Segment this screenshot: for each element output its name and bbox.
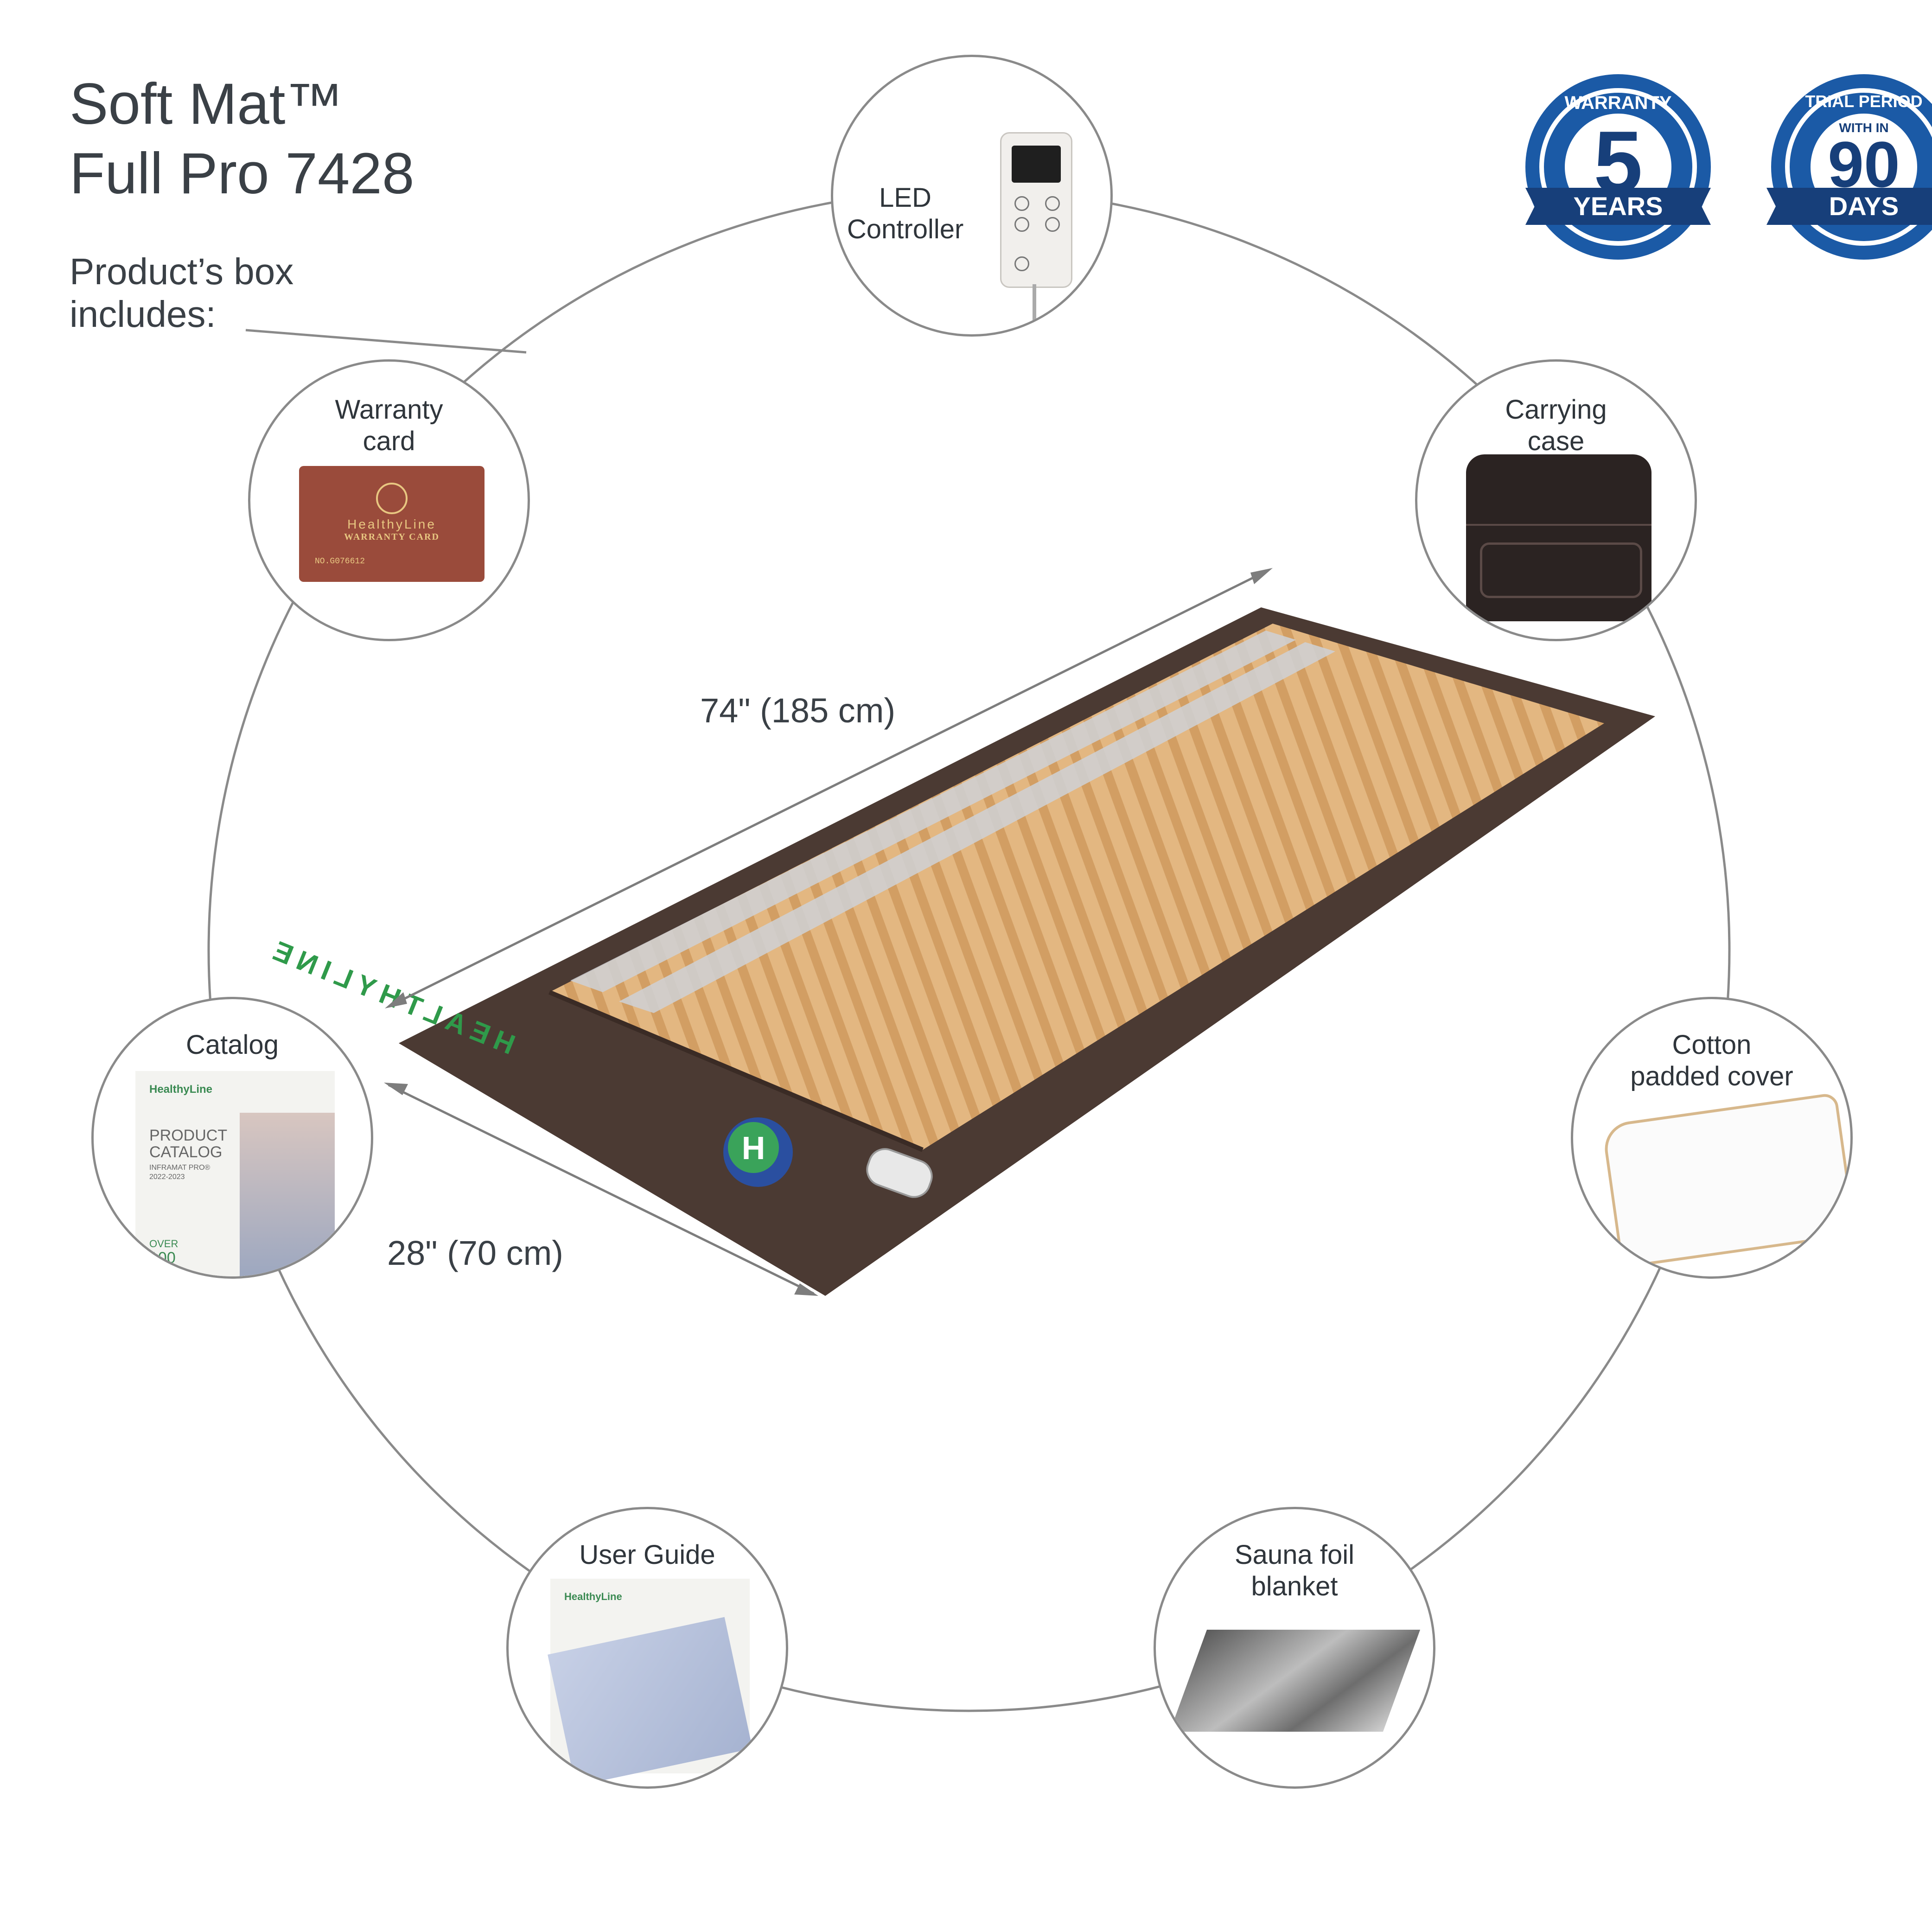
soft-mat-image: HEALTHYLINE H (263, 607, 1655, 1296)
warranty-badge-bottom: YEARS (1573, 191, 1663, 221)
warranty-card-title: WARRANTY CARD (344, 532, 440, 542)
user-guide-image: HealthyLine (548, 1579, 752, 1786)
intro-pointer-line (245, 329, 527, 354)
carrying-case-image (1466, 454, 1651, 621)
box-intro-line1: Product’s box (70, 251, 294, 292)
trial-badge-number: 90 (1828, 128, 1900, 201)
dimension-width-arrow (384, 1083, 818, 1296)
item-carrying-case: Carrying case (1415, 359, 1697, 641)
product-title-line1: Soft Mat™ (70, 72, 344, 136)
mat-control-port (866, 1148, 933, 1198)
item-cotton-cover: Cotton padded cover (1571, 997, 1853, 1279)
item-led-controller: LED Controller (831, 55, 1113, 337)
trial-badge-sub: WITH IN (1839, 121, 1889, 135)
catalog-heading-1: PRODUCT (149, 1127, 228, 1144)
catalog-over: OVER (149, 1238, 179, 1250)
box-intro-line2: includes: (70, 293, 216, 335)
trial-badge (1766, 74, 1932, 260)
catalog-photo (240, 1113, 335, 1276)
trial-badge-text: TRIAL PERIOD WITH IN 90 DAYS (1766, 74, 1932, 260)
catalog-count: 100 (149, 1249, 176, 1267)
item-user-guide: User Guide HealthyLine (506, 1507, 788, 1789)
mat-stone-row-1 (570, 631, 1296, 992)
user-guide-brand: HealthyLine (564, 1591, 622, 1602)
user-guide-label: User Guide (579, 1540, 715, 1570)
box-intro: Product’s box includes: (70, 250, 293, 336)
warranty-card-logo-icon (376, 483, 408, 514)
mat-stone-row-2 (619, 642, 1335, 1013)
user-guide-photo (548, 1617, 752, 1786)
item-sauna-blanket: Sauna foil blanket (1154, 1507, 1435, 1789)
sauna-blanket-image (1169, 1630, 1421, 1732)
item-catalog: Catalog HealthyLine PRODUCT CATALOG INFR… (91, 997, 373, 1279)
mat-surface (549, 624, 1604, 1150)
carrying-case-label: Carrying case (1505, 395, 1607, 456)
catalog-label: Catalog (186, 1030, 279, 1060)
led-controller-label: LED Controller (847, 183, 964, 244)
width-dimension-label: 28" (70 cm) (387, 1234, 563, 1272)
warranty-card-brand: HealthyLine (347, 517, 436, 531)
product-title-line2: Full Pro 7428 (70, 141, 414, 206)
dimension-length-arrow (385, 568, 1273, 1008)
warranty-badge (1525, 74, 1711, 260)
cotton-cover-label: Cotton padded cover (1630, 1030, 1793, 1091)
warranty-badge-top: WARRANTY (1564, 93, 1672, 113)
catalog-years: 2022-2023 (149, 1173, 185, 1181)
led-controller-image (1000, 132, 1072, 288)
warranty-card-image: HealthyLine WARRANTY CARD NO.G076612 (299, 466, 485, 582)
length-dimension-label: 74" (185 cm) (700, 691, 896, 730)
catalog-sub: INFRAMAT PRO® (149, 1164, 210, 1172)
warranty-badge-number: 5 (1594, 113, 1643, 211)
catalog-heading-2: CATALOG (149, 1143, 223, 1161)
item-warranty-card: Warranty card HealthyLine WARRANTY CARD … (248, 359, 530, 641)
trial-badge-bottom: DAYS (1829, 191, 1899, 221)
product-title: Soft Mat™ Full Pro 7428 (70, 70, 414, 209)
warranty-card-label: Warranty card (335, 395, 443, 456)
sauna-blanket-label: Sauna foil blanket (1235, 1540, 1354, 1601)
catalog-brand: HealthyLine (149, 1083, 213, 1096)
warranty-card-serial: NO.G076612 (315, 557, 365, 566)
warranty-badge-text: WARRANTY 5 YEARS (1516, 74, 1720, 260)
catalog-image: HealthyLine PRODUCT CATALOG INFRAMAT PRO… (135, 1071, 335, 1276)
trial-badge-top: TRIAL PERIOD (1805, 92, 1923, 111)
svg-text:H: H (742, 1130, 765, 1166)
